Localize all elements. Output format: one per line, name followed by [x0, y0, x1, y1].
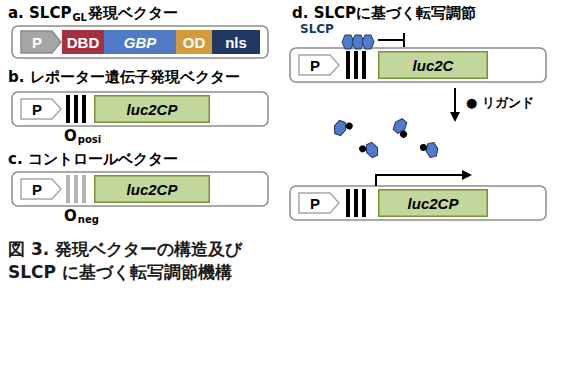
operator-bars — [346, 51, 366, 79]
operator-label: O — [64, 207, 77, 225]
reporter-gene-box: luc2CP — [378, 189, 488, 217]
operator-bars — [66, 175, 86, 203]
ligand-complexes — [332, 117, 439, 161]
node-text: GBP — [124, 34, 157, 51]
panel-title-subscript: GL — [72, 12, 87, 23]
promoter-arrow: P — [20, 178, 62, 200]
panel-title: 発現ベクター — [88, 4, 178, 23]
operator-bars — [66, 95, 86, 123]
vector-outline — [12, 26, 268, 58]
dbd-segment: DBD — [62, 30, 104, 54]
promoter-arrow: P — [298, 192, 340, 214]
node-text: P — [32, 181, 42, 198]
reporter-gene-box: luc2CP — [94, 95, 210, 123]
vector-outline — [290, 48, 546, 82]
reporter-gene-box: luc2C — [378, 51, 488, 79]
promoter-arrow: P — [20, 30, 62, 54]
node-text: nls — [225, 34, 247, 51]
vector-outline — [290, 186, 546, 220]
slcp-label: SLCP — [300, 22, 334, 36]
node-text: P — [32, 101, 42, 118]
figure-caption: 図 3. 発現ベクターの構造及び SLCP に基づく転写調節機構 — [8, 238, 280, 284]
nls-segment: nls — [212, 30, 260, 54]
ligand-label: ● リガンド — [466, 94, 534, 112]
vector-outline — [12, 92, 268, 126]
panel-title: a. SLCP — [8, 4, 71, 22]
operator-subscript: neg — [78, 214, 99, 225]
transcription-arrow — [376, 175, 470, 186]
node-text: luc2C — [413, 57, 454, 74]
panel-title: d. SLCPに基づく転写調節 — [292, 4, 476, 23]
operator-label: O — [64, 127, 77, 145]
gbp-segment: GBP — [104, 30, 176, 54]
panel-title: b. レポーター遺伝子発現ベクター — [8, 68, 240, 87]
node-text: luc2CP — [127, 101, 178, 118]
operator-subscript: posi — [78, 134, 101, 145]
node-text: OD — [183, 34, 206, 51]
promoter-arrow: P — [298, 54, 340, 76]
operator-bars — [346, 189, 366, 217]
panel-title: c. コントロールベクター — [8, 150, 178, 169]
reporter-gene-box: luc2CP — [94, 175, 210, 203]
node-text: DBD — [67, 34, 100, 51]
promoter-arrow: P — [20, 98, 62, 120]
node-text: P — [310, 195, 320, 212]
node-text: P — [310, 57, 320, 74]
ligand-arrow — [454, 88, 456, 120]
node-text: P — [32, 34, 42, 51]
node-text: luc2CP — [127, 181, 178, 198]
inhibition-mark — [378, 33, 404, 47]
node-text: luc2CP — [408, 195, 459, 212]
vector-outline — [12, 172, 268, 206]
slcp-hexagons — [342, 35, 374, 49]
od-segment: OD — [176, 30, 212, 54]
